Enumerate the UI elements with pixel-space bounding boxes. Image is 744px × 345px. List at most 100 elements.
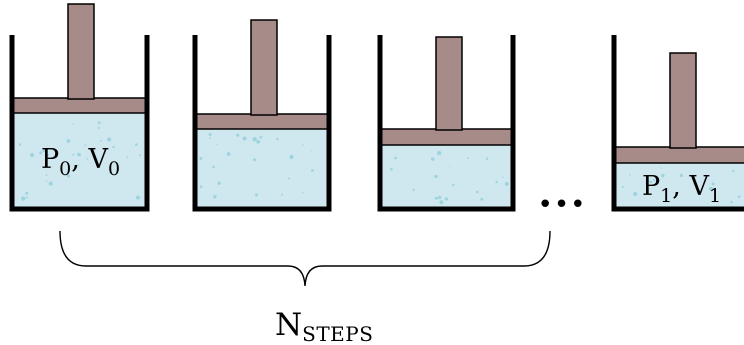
gas-bubble — [302, 144, 304, 146]
state-initial-label: P0, V0 — [41, 144, 120, 180]
curly-brace — [59, 230, 551, 287]
gas-bubble — [100, 139, 102, 142]
gas-bubble — [506, 184, 508, 186]
gas-bubble — [730, 200, 733, 204]
gas-bubble — [629, 174, 631, 176]
gas-bubble — [431, 157, 435, 161]
gas-bubbles — [390, 150, 509, 205]
gas-bubble — [390, 168, 393, 171]
gas-bubble — [302, 192, 304, 194]
gas-bubble — [437, 150, 442, 156]
piston-head — [614, 146, 744, 164]
gas-bubble — [77, 152, 81, 157]
gas-bubble — [467, 157, 470, 160]
gas-bubble — [209, 137, 212, 139]
gas-bubble — [112, 145, 115, 149]
cylinder-final: P1, V1 — [611, 35, 744, 212]
gas-bubble — [711, 182, 715, 186]
gas-bubble — [108, 170, 112, 174]
state-final-label: P1, V1 — [642, 171, 721, 207]
gas-bubble — [77, 164, 80, 167]
gas-bubble — [444, 197, 449, 201]
gas-bubble — [236, 133, 240, 137]
steps-label: NSTEPS — [275, 307, 373, 345]
piston-rod — [67, 3, 95, 100]
gas-bubble — [452, 183, 455, 187]
gas-bubble — [29, 153, 35, 158]
gas-bubble — [48, 181, 53, 186]
gas-bubble — [310, 151, 312, 153]
gas-bubble — [66, 174, 71, 178]
gas-bubble — [26, 196, 28, 199]
gas-bubble — [256, 140, 261, 144]
gas-bubble — [42, 148, 46, 153]
gas-bubble — [289, 154, 294, 160]
piston-head — [380, 128, 513, 146]
gas-bubble — [242, 136, 247, 141]
gas-bubble — [475, 190, 479, 194]
gas-bubbles — [621, 167, 741, 204]
gas-bubble — [86, 158, 88, 160]
gas-bubble — [653, 178, 656, 182]
gas-bubble — [708, 186, 714, 191]
gas-bubble — [646, 180, 648, 183]
gas-bubble — [480, 197, 484, 201]
gas-bubble — [45, 180, 48, 183]
gas-bubble — [90, 149, 95, 154]
gas-bubble — [18, 143, 22, 146]
gas-bubble — [252, 137, 257, 142]
piston-rod — [250, 19, 278, 116]
piston-rod — [669, 52, 697, 149]
gas-bubble — [621, 185, 624, 188]
gas-bubble — [737, 195, 741, 198]
gas-bubble — [434, 196, 438, 200]
piston-head — [195, 113, 329, 130]
cylinder-wall — [377, 35, 516, 212]
cylinder-initial: P0, V0 — [9, 3, 150, 212]
gas-bubble — [439, 200, 444, 205]
gas-bubble — [437, 195, 442, 200]
gas-bubble — [97, 121, 101, 125]
gas-bubble — [276, 137, 279, 141]
gas-bubbles — [18, 121, 142, 201]
gas-bubble — [679, 173, 684, 178]
gas-bubbles — [199, 133, 314, 199]
gas-bubble — [21, 196, 26, 201]
gas-bubble — [46, 153, 49, 157]
gas-bubble — [97, 127, 100, 129]
gas-bubble — [139, 154, 142, 157]
gas-bubble — [84, 144, 87, 146]
gas-bubble — [259, 136, 262, 139]
gas-bubble — [25, 191, 29, 195]
ellipsis: ••• — [537, 190, 586, 220]
gas-bubble — [495, 180, 498, 184]
fluid-volume — [615, 163, 744, 208]
gas-bubble — [449, 165, 451, 167]
cylinder-wall — [611, 35, 744, 212]
gas-bubble — [72, 123, 75, 125]
gas-bubble — [649, 180, 653, 184]
gas-bubble — [253, 158, 256, 162]
gas-bubble — [412, 188, 415, 191]
piston-rod — [435, 36, 463, 131]
cylinder-wall — [9, 35, 150, 212]
gas-bubble — [107, 137, 112, 142]
gas-bubble — [502, 176, 504, 178]
gas-bubble — [217, 181, 221, 185]
gas-bubble — [199, 185, 203, 188]
gas-bubble — [126, 156, 129, 159]
gas-bubble — [661, 173, 665, 178]
gas-bubble — [311, 169, 314, 172]
gas-bubble — [39, 151, 43, 155]
gas-bubble — [136, 195, 140, 200]
cylinder-wall — [192, 35, 332, 212]
gas-bubble — [208, 133, 212, 136]
fluid-volume — [196, 129, 328, 208]
gas-bubble — [633, 192, 638, 196]
gas-bubble — [199, 157, 203, 160]
gas-bubble — [213, 195, 217, 199]
gas-bubble — [66, 139, 71, 143]
gas-bubble — [280, 193, 283, 196]
gas-bubble — [504, 182, 509, 186]
